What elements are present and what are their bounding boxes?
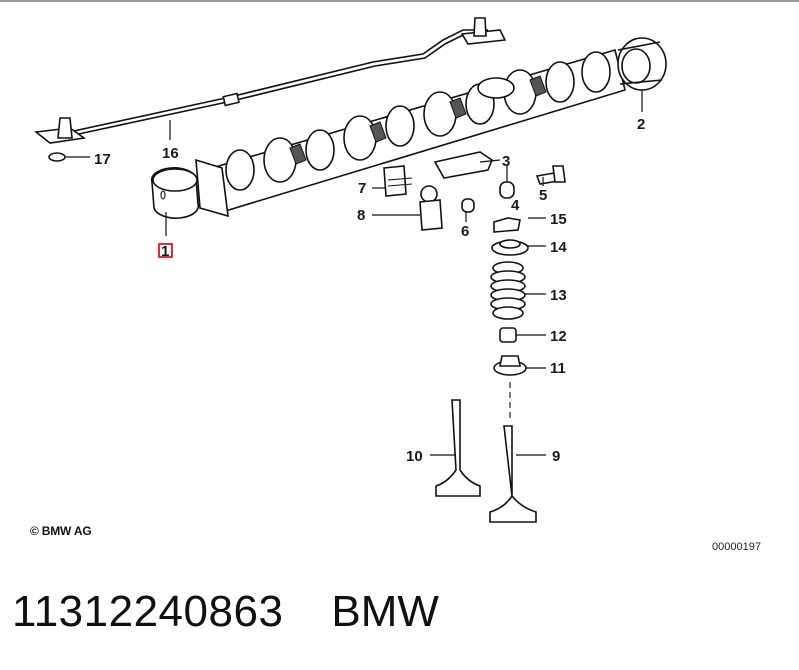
part-label-12[interactable]: 12 (550, 328, 567, 345)
exploded-parts-diagram: 1 2 3 4 5 6 7 8 9 10 11 12 13 14 15 16 1… (33, 17, 667, 523)
copyright-notice: © BMW AG (30, 524, 92, 538)
brand-name: BMW (331, 587, 439, 636)
part-label-7[interactable]: 7 (358, 180, 366, 197)
part-number: 11312240863 (12, 587, 284, 636)
part-label-16[interactable]: 16 (162, 145, 179, 162)
seal-ring-drawing (617, 37, 667, 91)
part-label-1[interactable]: 1 (161, 243, 169, 260)
diagram-id: 00000197 (712, 541, 761, 553)
part-label-14[interactable]: 14 (550, 239, 567, 256)
part-label-11[interactable]: 11 (550, 360, 566, 377)
part-label-8[interactable]: 8 (357, 207, 365, 224)
oil-pipe-drawing (33, 17, 507, 162)
camshaft-drawing (150, 48, 626, 219)
caption: 11312240863 BMW (12, 582, 439, 642)
part-label-2[interactable]: 2 (637, 116, 645, 133)
part-label-4[interactable]: 4 (511, 197, 520, 214)
leader-lines (66, 90, 643, 456)
part-label-15[interactable]: 15 (550, 211, 567, 228)
valve-train-drawing (435, 217, 537, 523)
part-label-10[interactable]: 10 (406, 448, 423, 465)
part-label-3[interactable]: 3 (502, 153, 510, 170)
rocker-parts-drawing (383, 151, 566, 231)
part-label-9[interactable]: 9 (552, 448, 560, 465)
part-label-5[interactable]: 5 (539, 187, 547, 204)
part-label-17[interactable]: 17 (94, 151, 111, 168)
part-1-highlight-box (158, 243, 173, 258)
part-label-13[interactable]: 13 (550, 287, 567, 304)
top-border (0, 0, 799, 2)
part-label-6[interactable]: 6 (461, 223, 469, 240)
